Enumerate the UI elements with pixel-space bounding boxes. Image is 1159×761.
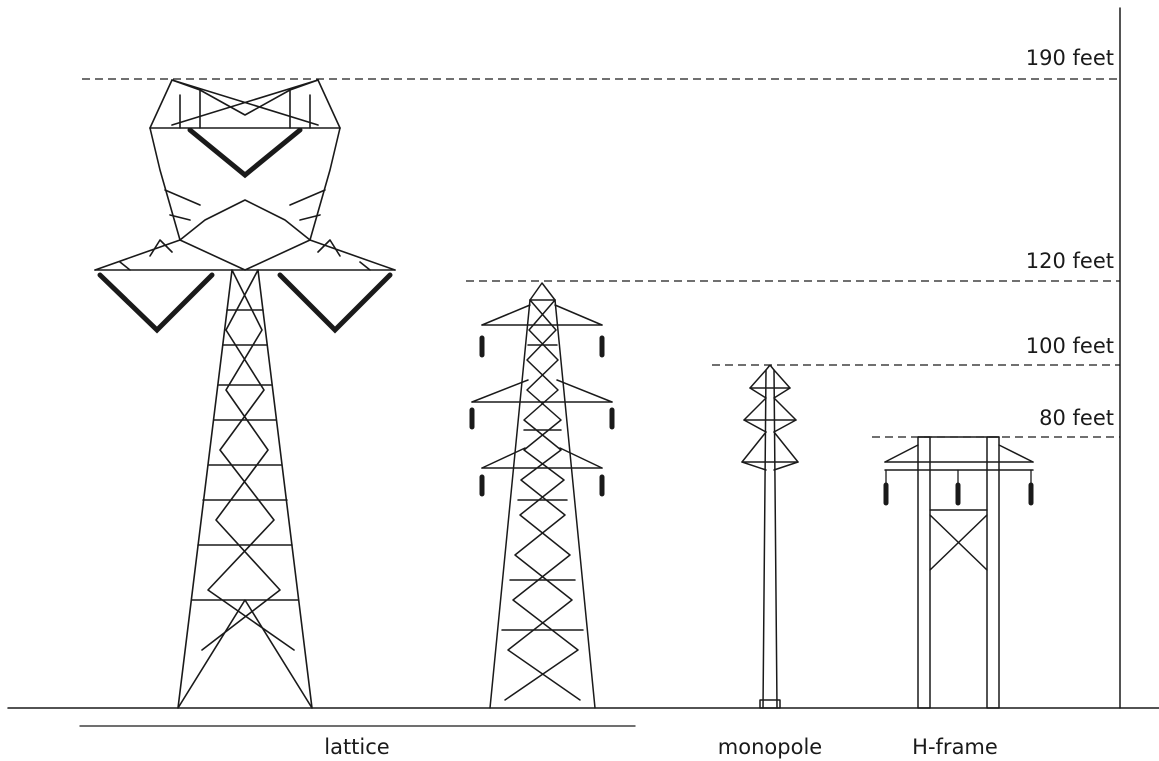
lattice-120-insulators bbox=[469, 335, 615, 497]
h-frame-tower bbox=[884, 436, 1034, 709]
height-label-190: 190 feet bbox=[1026, 46, 1114, 70]
height-label-100: 100 feet bbox=[1026, 334, 1114, 358]
height-label-80: 80 feet bbox=[1039, 406, 1114, 430]
lattice-tower-120ft bbox=[471, 282, 613, 709]
tower-label-lattice: lattice bbox=[324, 735, 389, 759]
height-label-120: 120 feet bbox=[1026, 249, 1114, 273]
monopole-tower bbox=[741, 364, 799, 709]
tower-label-monopole: monopole bbox=[718, 735, 822, 759]
lattice-insulators bbox=[97, 127, 393, 334]
h-frame-insulators bbox=[883, 469, 1034, 506]
lattice-tower-190ft bbox=[94, 79, 396, 709]
tower-label-h-frame: H-frame bbox=[912, 735, 998, 759]
